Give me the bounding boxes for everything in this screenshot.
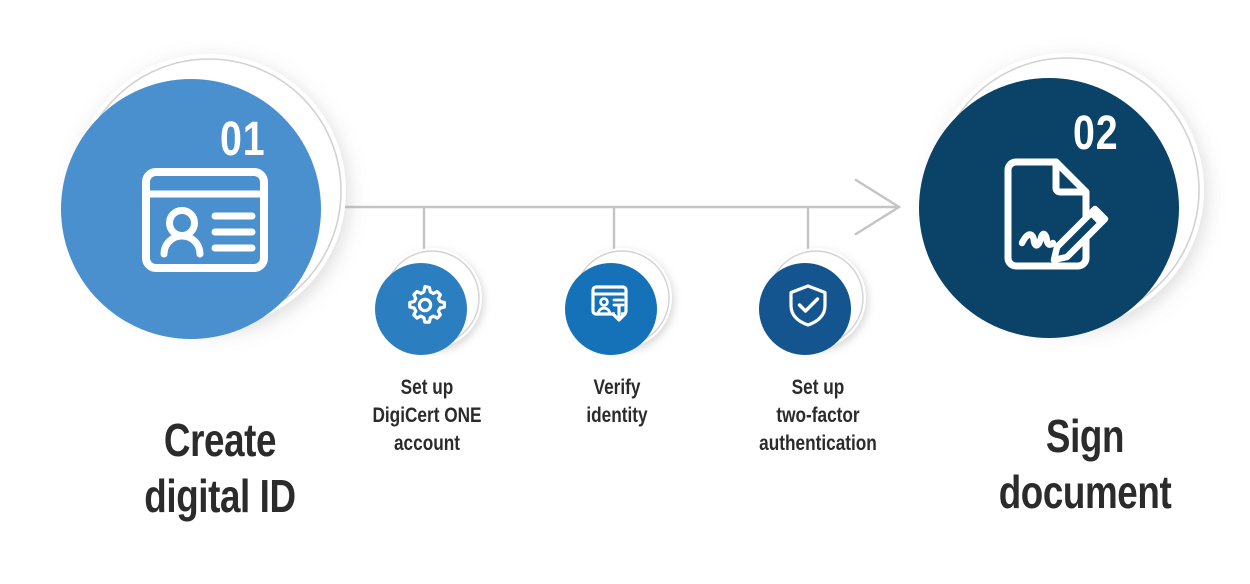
step-label-setup-digicert-one-account: Set up DigiCert ONE account [372, 376, 482, 455]
step-label-setup-two-factor-authentication: Set up two-factor authentication [759, 376, 877, 455]
milestone-title-01: Create digital ID [144, 414, 296, 523]
shield-check-icon [787, 283, 829, 327]
milestone-02-disc [919, 78, 1179, 338]
id-card-icon [142, 166, 268, 274]
milestone-01-disc [61, 79, 321, 339]
document-signature-icon [1000, 158, 1118, 276]
milestone-number-02: 02 [1073, 107, 1119, 160]
step-label-verify-identity: Verify identity [586, 376, 648, 427]
step-node-1[interactable] [565, 248, 672, 355]
step-1-disc [565, 263, 657, 355]
process-arrow [340, 178, 902, 262]
milestone-title-02: Sign document [998, 410, 1172, 519]
gear-icon [403, 283, 447, 327]
id-verify-check-icon [591, 284, 639, 326]
milestone-number-01: 01 [220, 113, 266, 166]
